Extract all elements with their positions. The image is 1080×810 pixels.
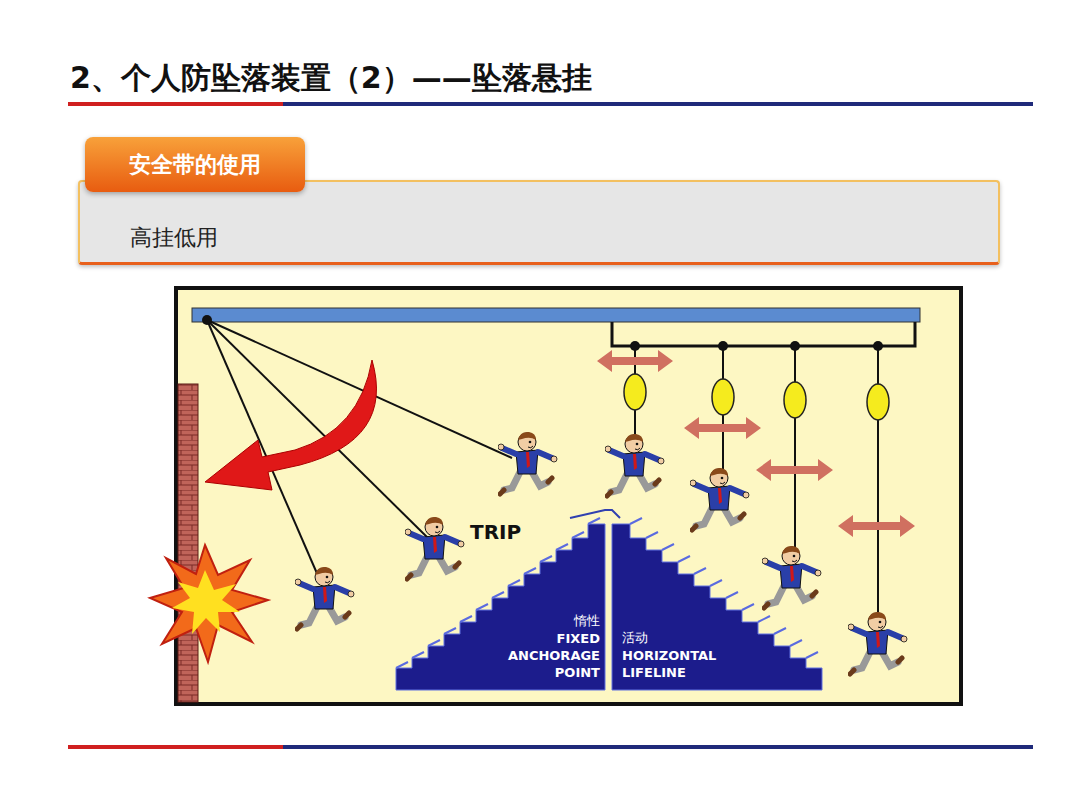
stair-caption: FIXED ANCHORAGE POINT: [480, 631, 600, 682]
section-panel: 安全带的使用高挂低用: [78, 137, 1000, 265]
slide-title: 2、个人防坠落装置（2）——坠落悬挂: [70, 58, 592, 99]
stair-caption: HORIZONTAL LIFELINE: [622, 648, 742, 682]
chinese-tag: 活动: [622, 630, 742, 647]
panel-ground: [78, 180, 1000, 265]
chinese-tag: 惰性: [480, 613, 600, 630]
section-tab: 安全带的使用: [85, 137, 305, 192]
stair-text: 惰性FIXED ANCHORAGE POINT: [480, 613, 600, 682]
trip-label: TRIP: [470, 520, 521, 544]
stair-label-box: 活动HORIZONTAL LIFELINE: [622, 630, 742, 682]
stair-text: 活动HORIZONTAL LIFELINE: [622, 630, 742, 682]
bullet-text: 高挂低用: [130, 223, 218, 253]
stair-label-box: 惰性FIXED ANCHORAGE POINT: [480, 613, 600, 682]
